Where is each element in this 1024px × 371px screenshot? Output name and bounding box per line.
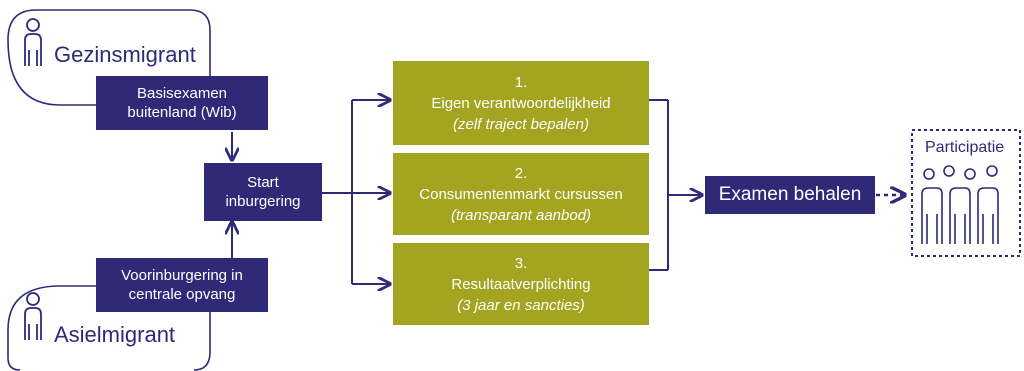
principle-number: 1. xyxy=(514,73,528,91)
examen-label: Examen behalen xyxy=(718,184,862,205)
principle-box-2: 2. Consumentenmarkt cursussen (transpara… xyxy=(393,153,649,235)
group-icon xyxy=(921,165,999,244)
voorinburgering-line1: Voorinburgering in xyxy=(121,267,243,284)
basisexamen-line1: Basisexamen xyxy=(136,85,228,102)
participatie-label: Participatie xyxy=(925,139,1005,156)
basisexamen-box: Basisexamen buitenland (Wib) xyxy=(96,76,268,130)
basisexamen-line2: buitenland (Wib) xyxy=(127,104,237,121)
principle-number: 2. xyxy=(514,164,528,182)
principle-title: Eigen verantwoordelijkheid xyxy=(431,94,611,112)
voorinburgering-line2: centrale opvang xyxy=(128,286,236,303)
participatie-frame xyxy=(911,129,1021,257)
gezinsmigrant-label: Gezinsmigrant xyxy=(54,42,196,67)
examen-behalen-box: Examen behalen xyxy=(705,176,875,214)
principle-subtitle: (transparant aanbod) xyxy=(450,206,592,224)
gezinsmigrant-frame xyxy=(36,9,211,95)
asielmigrant-frame xyxy=(7,285,96,371)
principle-title: Consumentenmarkt cursussen xyxy=(419,185,623,203)
start-line1: Start xyxy=(247,174,279,191)
voorinburgering-box: Voorinburgering in centrale opvang xyxy=(96,258,268,312)
person-icon xyxy=(24,18,42,66)
principle-title: Resultaatverplichting xyxy=(451,275,591,293)
principle-box-3: 3. Resultaatverplichting (3 jaar en sanc… xyxy=(393,243,649,325)
asielmigrant-label: Asielmigrant xyxy=(54,322,176,347)
start-line2: inburgering xyxy=(225,193,301,210)
principle-subtitle: (3 jaar en sancties) xyxy=(457,296,585,314)
person-icon xyxy=(24,292,42,340)
principle-box-1: 1. Eigen verantwoordelijkheid (zelf traj… xyxy=(393,61,649,145)
principle-subtitle: (zelf traject bepalen) xyxy=(453,115,589,133)
principle-number: 3. xyxy=(514,254,528,272)
start-inburgering-box: Start inburgering xyxy=(204,163,322,221)
